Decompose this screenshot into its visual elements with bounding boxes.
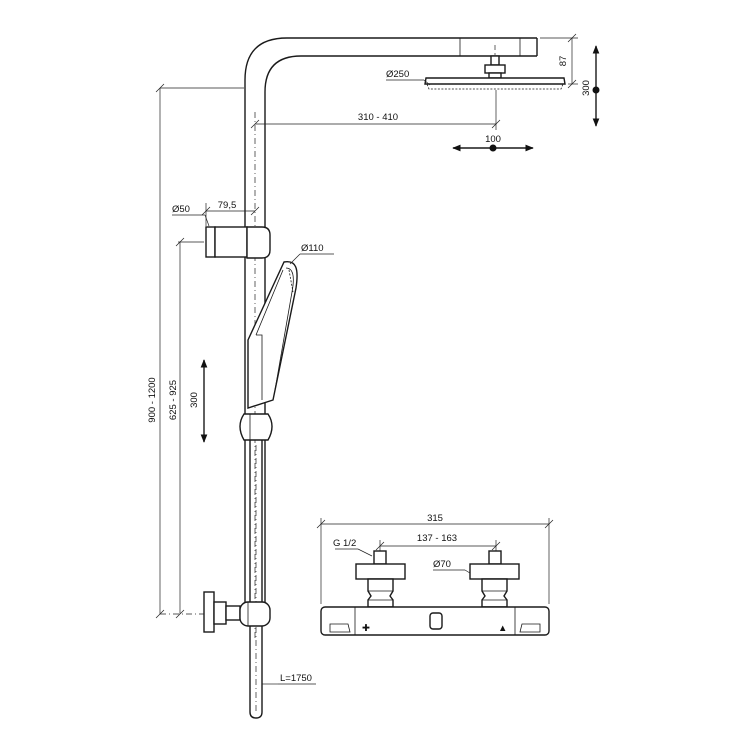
- overall-height-label: 900 - 1200: [147, 377, 158, 422]
- top-wall-bracket: Ø50 79,5: [172, 200, 271, 259]
- head-height-adjust-indicator: 300: [581, 45, 600, 127]
- valve-width-label: 315: [427, 513, 443, 524]
- head-drop-dimension: 87: [540, 33, 578, 89]
- svg-text:✚: ✚: [362, 623, 370, 634]
- overall-height-dimension: 900 - 1200: [147, 83, 244, 619]
- head-diameter-label: Ø250: [386, 69, 409, 80]
- svg-text:▲: ▲: [498, 623, 507, 634]
- arm-reach-dimension: 310 - 410: [250, 90, 501, 130]
- arm-adjust-indicator: 100: [452, 134, 534, 152]
- hand-shower-diameter-label: Ø110: [301, 243, 324, 254]
- shower-hose: L=1750: [249, 440, 316, 719]
- escutcheon-diameter-label: Ø70: [433, 559, 451, 570]
- holder-height-dimension: 625 - 925: [168, 237, 185, 619]
- overhead-shower-head: [424, 45, 566, 90]
- thermostatic-valve: 315 137 - 163 G 1/2 Ø70: [316, 513, 554, 636]
- arm-reach-label: 310 - 410: [358, 112, 398, 123]
- shower-rail: [244, 37, 538, 640]
- slider-holder: [239, 413, 273, 441]
- hand-shower: Ø110: [247, 243, 334, 409]
- holder-diameter-label: Ø50: [172, 204, 190, 215]
- holder-offset-label: 79,5: [218, 200, 237, 211]
- slider-travel-label: 300: [189, 392, 200, 408]
- hose-length-label: L=1750: [280, 673, 312, 684]
- head-height-adjust-label: 300: [581, 80, 592, 96]
- bottom-wall-bracket: [160, 591, 271, 633]
- arm-adjust-label: 100: [485, 134, 501, 145]
- head-drop-label: 87: [558, 56, 569, 67]
- holder-height-label: 625 - 925: [168, 380, 179, 420]
- head-diameter-callout: Ø250: [386, 69, 431, 86]
- slider-travel-indicator: 300: [189, 359, 208, 443]
- inlet-centres-label: 137 - 163: [417, 533, 457, 544]
- inlet-thread-label: G 1/2: [333, 538, 356, 549]
